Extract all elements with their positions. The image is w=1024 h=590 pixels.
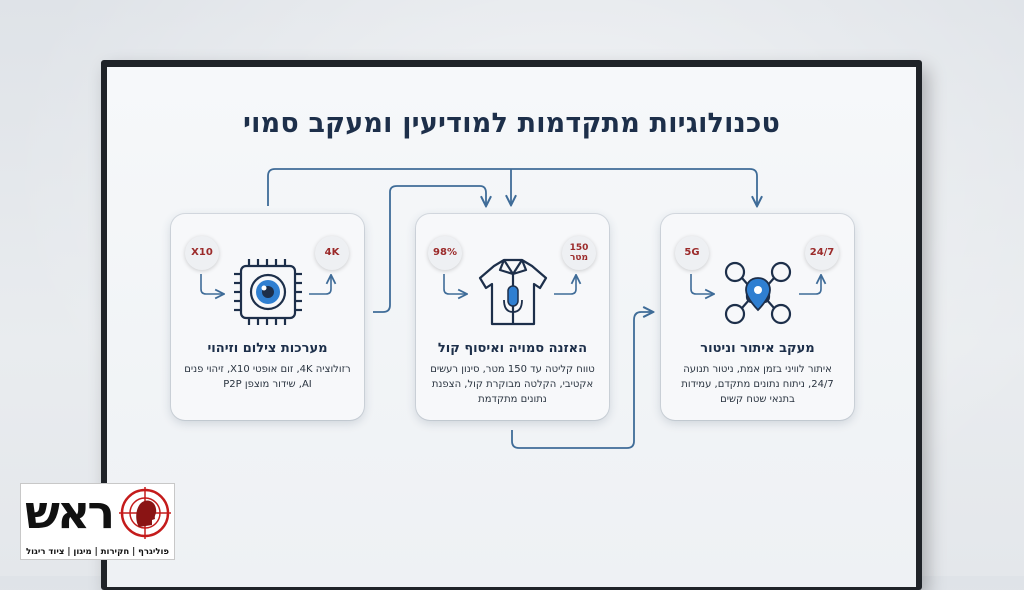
card-desc-audio: טווח קליטה עד 150 מטר, סינון רעשים אקטיב… [430,364,595,405]
shirt-microphone-icon [443,258,609,326]
card-title-camera: מערכות צילום וזיהוי [207,341,328,356]
connector-bottom-loop [511,312,652,449]
card-audio-surveillance: 98% 150 מטר האזנה סמויה ואיסוף קול טווח … [416,214,609,420]
crosshair-head-icon [119,487,171,539]
drone-location-icon [690,261,854,325]
badge-availability: 24/7 [805,236,839,270]
badge-range-unit: מטר [569,253,589,263]
badge-range: 150 מטר [562,236,596,270]
logo-tagline: פוליגרף | חקירות | מיגון | ציוד ריגול [25,547,169,557]
logo-word: ראש [25,485,115,539]
diagram-title: טכנולוגיות מתקדמות למודיעין ומעקב סמוי [242,108,781,139]
connector-left-to-middle [373,185,486,313]
brand-logo[interactable]: ראש פוליגרף | חקירות | מיגון | ציוד ריגו… [20,483,175,560]
badge-zoom: X10 [185,236,219,270]
card-tracking-monitoring: 5G 24/7 מעקב איתור וניטור איתור לוויני ב… [661,214,854,420]
connector-lines [267,168,1024,449]
camera-chip-icon [200,259,364,325]
badge-accuracy: 98% [428,236,462,270]
badge-network: 5G [675,236,709,270]
card-title-audio: האזנה סמויה ואיסוף קול [437,341,588,356]
card-desc-camera: רזולוציה 4K, זום אופטי X10, זיהוי פנים A… [184,364,351,390]
card-camera-systems: X10 4K מערכות צילום וזיהוי רזולוציה 4K, … [171,214,364,420]
badge-resolution: 4K [315,236,349,270]
connector-top-loop [267,168,757,206]
badge-range-value: 150 [569,243,589,253]
card-desc-tracking: איתור לוויני בזמן אמת, ניטור תנועה 24/7,… [681,364,834,405]
card-title-tracking: מעקב איתור וניטור [700,341,815,356]
